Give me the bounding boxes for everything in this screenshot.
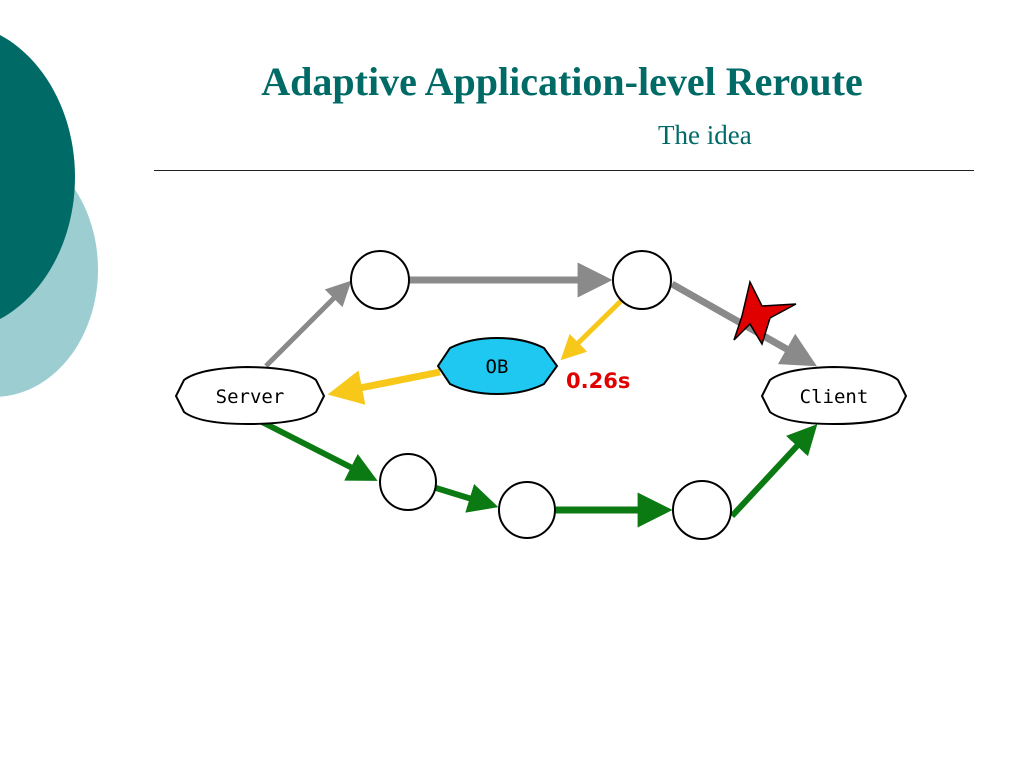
gray-arrow-server-to-top1: [264, 280, 352, 368]
gray-arrow-top2-to-client: [670, 280, 817, 367]
latency-label: 0.26s: [566, 369, 630, 393]
server-node: Server: [174, 365, 326, 426]
slide-title: Adaptive Application-level Reroute: [261, 59, 863, 104]
client-node: Client: [760, 365, 908, 426]
ob-label: OB: [486, 356, 509, 378]
yellow-arrow-ob-to-server: [327, 368, 441, 405]
green-arrow-bot3-to-client: [729, 424, 818, 519]
title-divider: [154, 170, 974, 171]
ob-node: OB: [436, 336, 559, 396]
router-node-top-right: [612, 250, 672, 310]
router-node-bottom-3: [672, 480, 732, 540]
green-arrow-bot1-to-bot2: [435, 484, 499, 513]
router-node-top-left: [350, 250, 410, 310]
server-label: Server: [216, 386, 285, 408]
slide-subtitle: The idea: [658, 120, 752, 150]
client-label: Client: [800, 386, 869, 408]
router-node-bottom-1: [379, 453, 437, 511]
red-star-break-icon: [733, 279, 797, 346]
yellow-arrow-top2-to-ob: [560, 296, 626, 361]
router-node-bottom-2: [498, 481, 556, 539]
green-arrow-server-to-bot1: [260, 419, 378, 481]
